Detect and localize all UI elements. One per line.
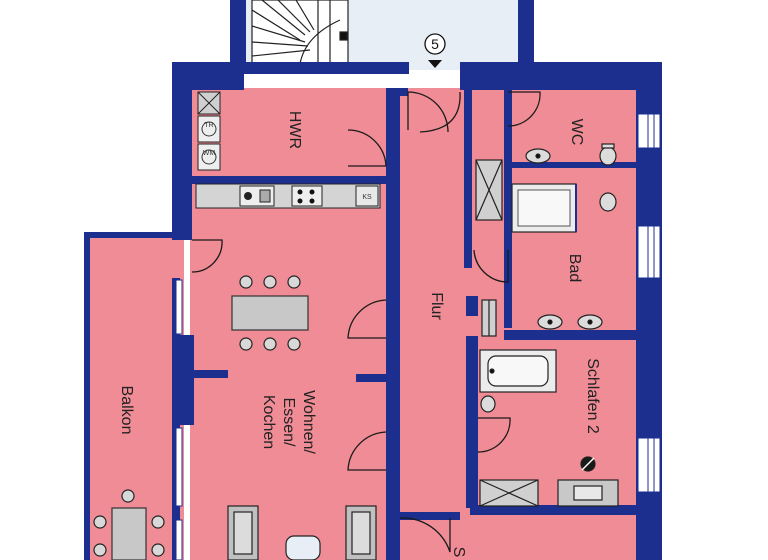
sink-icon — [537, 314, 603, 330]
room-label-wohnen-line3: Kochen — [260, 395, 277, 449]
toilet-icon — [480, 395, 496, 413]
stove-icon — [297, 189, 315, 204]
window-icon — [175, 113, 661, 560]
door-swing-icon — [191, 91, 541, 553]
stair-number: 5 — [431, 36, 439, 52]
toilet-icon — [599, 192, 617, 212]
room-label-hwr: HWR — [286, 111, 303, 149]
sink-icon — [525, 148, 551, 164]
room-label-schlafen-2: Schlafen 2 — [584, 358, 601, 434]
room-label-bad: Bad — [566, 254, 583, 282]
tr-label: TR — [204, 122, 213, 129]
dining-table-icon — [231, 275, 309, 351]
stair-number-badge — [424, 33, 446, 55]
bathtub-icon — [479, 349, 557, 393]
armchair-icon — [227, 505, 377, 560]
room-label-flur: Flur — [428, 292, 445, 320]
desk-icon — [557, 456, 619, 507]
stair-icon — [251, 0, 349, 65]
room-label-balkon: Balkon — [118, 386, 135, 435]
room-label-bottom-partial: S — [450, 547, 467, 558]
kitchen-counter — [195, 183, 381, 209]
shower-icon — [511, 183, 577, 233]
toilet-icon — [599, 143, 617, 166]
ks-label: KS — [362, 194, 372, 201]
entrance-arrow — [428, 60, 442, 68]
balcony-table-icon — [93, 489, 165, 560]
room-label-wohnen-line2: Essen/ — [280, 398, 297, 447]
wm-label: WM — [203, 150, 216, 157]
hwr-appliances — [197, 91, 221, 171]
chair-icon — [239, 275, 301, 351]
wc-fixtures — [525, 143, 617, 166]
room-label-wc: WC — [568, 119, 585, 146]
room-label-wohnen-line1: Wohnen/ — [300, 390, 317, 454]
shaft-icon — [479, 479, 539, 507]
shaft-icon — [475, 159, 503, 337]
